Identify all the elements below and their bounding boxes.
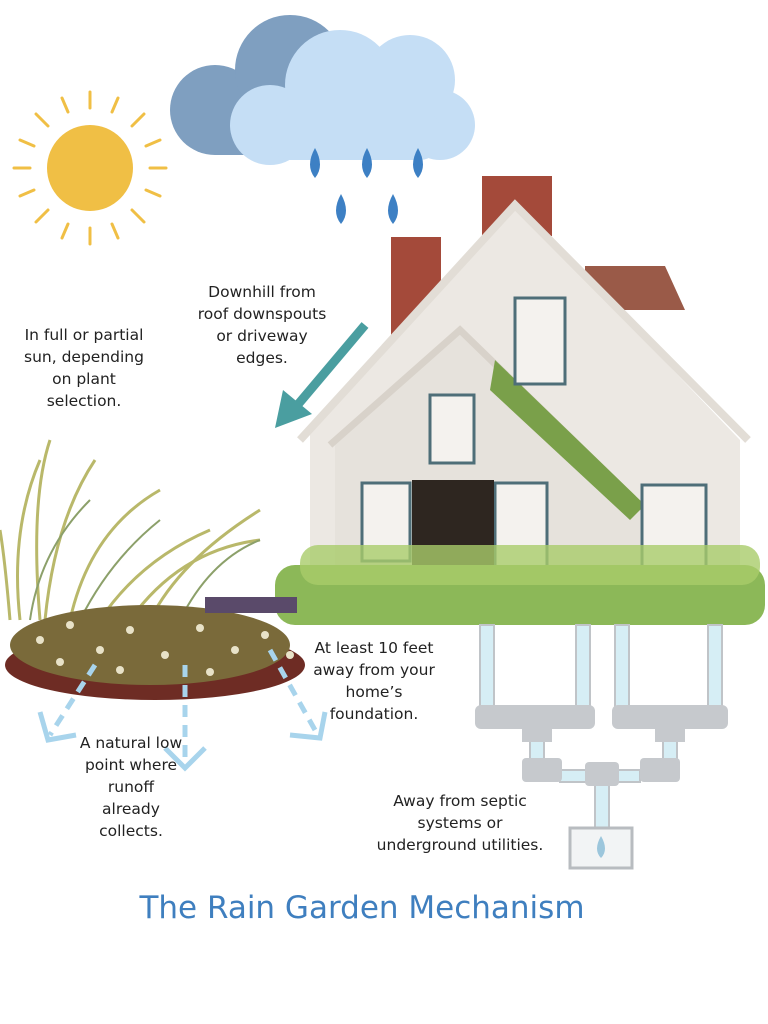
label-utilities: Away from septic systems or underground …: [360, 790, 560, 856]
ruler-icon: [205, 597, 297, 613]
label-sun: In full or partial sun, depending on pla…: [4, 324, 164, 412]
label-line: home’s: [345, 683, 403, 701]
label-line: foundation.: [329, 705, 419, 723]
label-line: In full or partial: [24, 326, 144, 344]
raindrops-icon: [310, 148, 423, 224]
label-line: roof downspouts: [197, 305, 327, 323]
downhill-arrow-icon: [275, 322, 369, 428]
label-line: or driveway: [216, 327, 308, 345]
label-line: selection.: [46, 392, 122, 410]
label-downspouts: Downhill from roof downspouts or drivewa…: [182, 281, 342, 369]
label-line: already: [102, 800, 160, 818]
label-line: Downhill from: [208, 283, 316, 301]
label-line: At least 10 feet: [314, 639, 434, 657]
drainage-arrows-icon: [37, 648, 328, 772]
label-line: away from your: [313, 661, 435, 679]
sun-icon: [12, 90, 168, 246]
label-line: point where: [84, 756, 178, 774]
water-drop-icon: [597, 836, 605, 858]
label-line: A natural low: [79, 734, 183, 752]
label-line: edges.: [236, 349, 288, 367]
page-title: The Rain Garden Mechanism: [139, 890, 585, 926]
rain-cloud-icon: [170, 15, 475, 224]
label-distance: At least 10 feet away from your home’s f…: [294, 637, 454, 725]
label-line: runoff: [107, 778, 155, 796]
label-line: Away from septic: [393, 792, 527, 810]
house-illustration: [275, 176, 765, 625]
label-line: systems or: [417, 814, 503, 832]
rain-garden-plants: [0, 439, 305, 700]
label-low-point: A natural low point where runoff already…: [51, 732, 211, 842]
label-line: collects.: [99, 822, 163, 840]
label-line: sun, depending: [24, 348, 144, 366]
underground-pipes-icon: [475, 624, 728, 870]
label-line: underground utilities.: [376, 836, 544, 854]
label-line: on plant: [52, 370, 116, 388]
